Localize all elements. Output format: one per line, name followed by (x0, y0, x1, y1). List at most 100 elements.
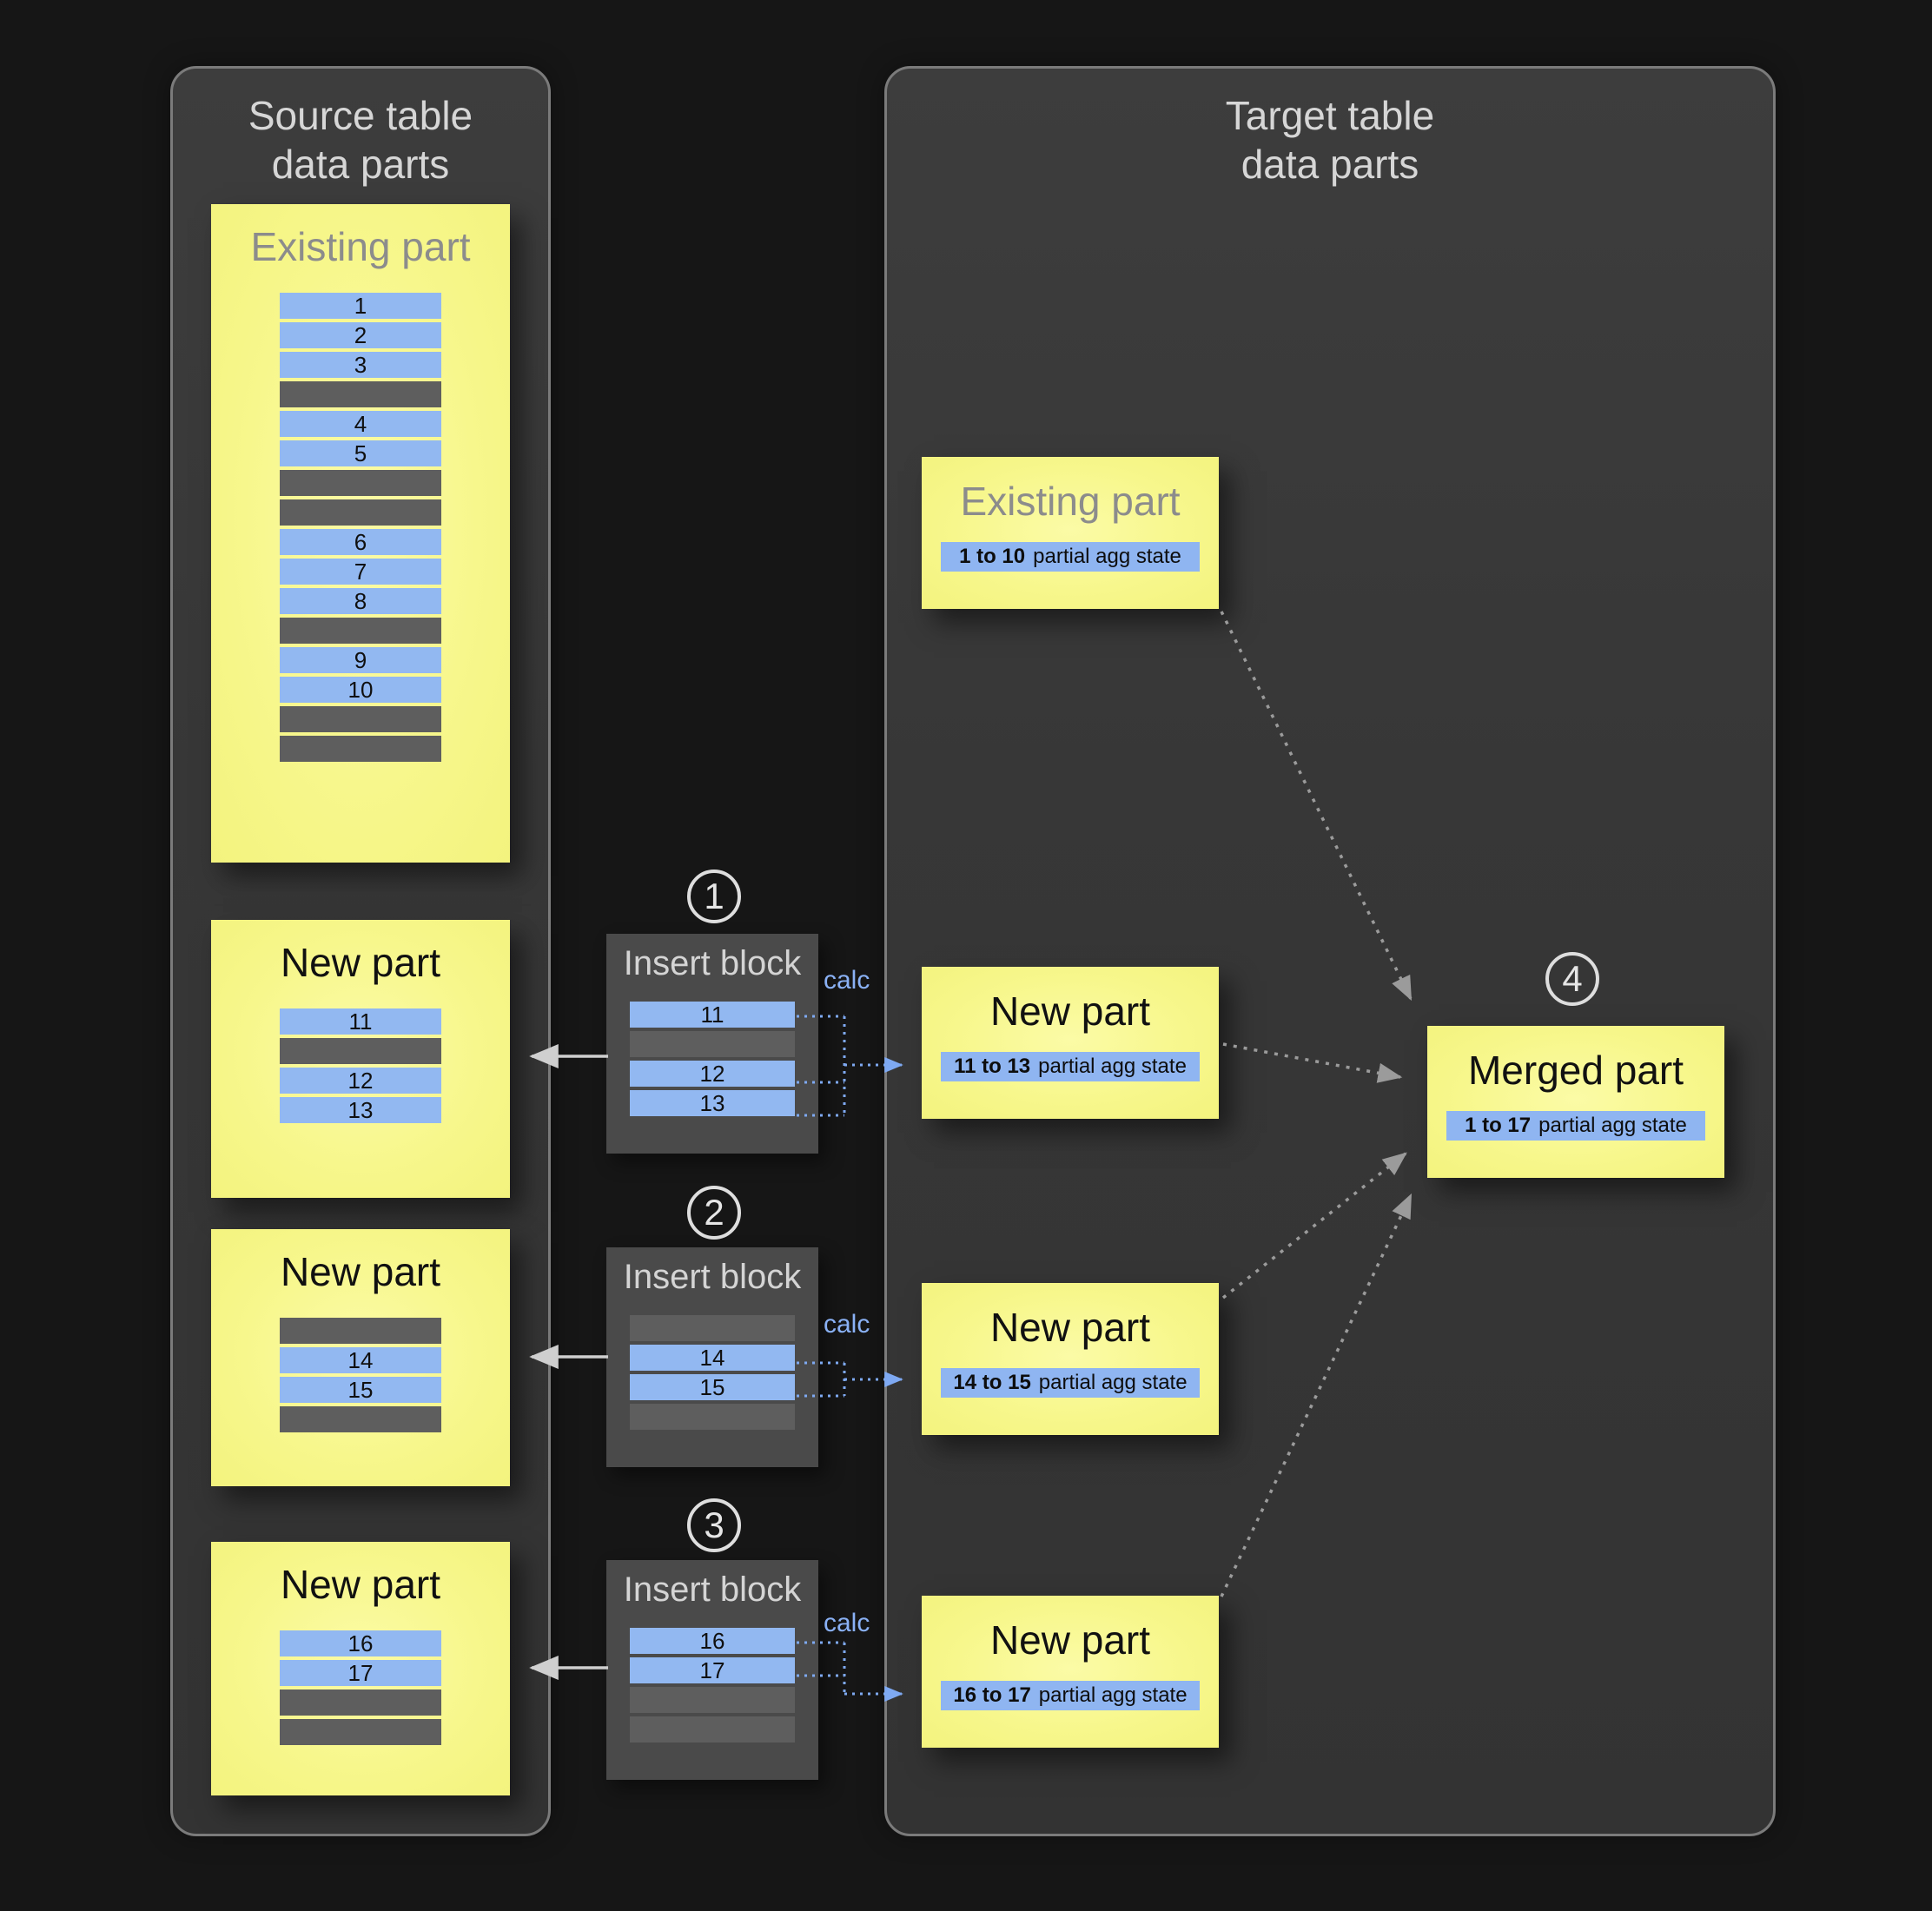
filler-row (280, 381, 441, 407)
part-title: Merged part (1467, 1048, 1684, 1093)
data-row: 12 (280, 1068, 441, 1094)
data-row: 1 (280, 293, 441, 319)
target-merged-part: Merged part 1 to 17 partial agg state (1427, 1026, 1724, 1178)
agg-state-bar: 16 to 17 partial agg state (941, 1681, 1200, 1710)
calc-label-3: calc (824, 1609, 870, 1637)
source-panel-title: Source table data parts (173, 91, 548, 188)
data-row: 17 (630, 1657, 795, 1683)
data-row: 7 (280, 559, 441, 585)
filler-row (630, 1687, 795, 1713)
filler-row (280, 736, 441, 762)
calc-label-1: calc (824, 966, 870, 995)
data-row: 2 (280, 322, 441, 348)
filler-row (280, 499, 441, 526)
source-new-part-1: New part 11 12 13 (211, 920, 510, 1198)
data-row: 9 (280, 647, 441, 673)
filler-row (630, 1404, 795, 1430)
data-row: 16 (280, 1630, 441, 1656)
filler-row (630, 1031, 795, 1057)
target-panel-title-line1: Target table (1225, 93, 1435, 138)
data-row: 11 (280, 1008, 441, 1035)
part-title: New part (989, 1617, 1151, 1663)
insert-block-title: Insert block (623, 944, 802, 982)
agg-state-bar: 1 to 10 partial agg state (941, 542, 1200, 572)
part-title: New part (280, 1562, 441, 1607)
data-row: 11 (630, 1002, 795, 1028)
filler-row (280, 1038, 441, 1064)
filler-row (280, 470, 441, 496)
part-title: Existing part (960, 479, 1181, 524)
part-rows: 1 2 3 4 5 6 7 8 9 10 (211, 289, 510, 765)
source-existing-part: Existing part 1 2 3 4 5 6 7 8 9 10 (211, 204, 510, 863)
agg-range: 1 to 17 (1465, 1114, 1532, 1137)
data-row: 17 (280, 1660, 441, 1686)
agg-range: 14 to 15 (953, 1371, 1031, 1394)
part-title: New part (280, 1249, 441, 1294)
target-table-panel: Target table data parts Existing part 1 … (884, 66, 1776, 1836)
agg-range: 16 to 17 (953, 1683, 1031, 1707)
step-1-badge: 1 (687, 870, 741, 923)
filler-row (280, 618, 441, 644)
agg-label: partial agg state (1538, 1114, 1687, 1137)
agg-label: partial agg state (1033, 545, 1181, 568)
filler-row (630, 1716, 795, 1742)
step-2-badge: 2 (687, 1186, 741, 1240)
part-title: New part (989, 1305, 1151, 1350)
target-new-part-2: New part 14 to 15 partial agg state (922, 1283, 1219, 1435)
data-row: 5 (280, 440, 441, 466)
insert-block-rows: 11 12 13 (606, 998, 818, 1120)
agg-range: 11 to 13 (954, 1055, 1031, 1078)
target-panel-title: Target table data parts (887, 91, 1773, 188)
step-4-badge: 4 (1545, 952, 1599, 1006)
target-existing-part: Existing part 1 to 10 partial agg state (922, 457, 1219, 609)
source-panel-title-line2: data parts (271, 142, 450, 187)
filler-row (280, 706, 441, 732)
filler-row (280, 1406, 441, 1432)
agg-label: partial agg state (1038, 1055, 1187, 1078)
data-row: 12 (630, 1061, 795, 1087)
target-new-part-3: New part 16 to 17 partial agg state (922, 1596, 1219, 1748)
insert-block-title: Insert block (623, 1258, 802, 1296)
data-row: 3 (280, 352, 441, 378)
target-panel-title-line2: data parts (1241, 142, 1419, 187)
data-row: 13 (630, 1090, 795, 1116)
agg-state-bar: 14 to 15 partial agg state (941, 1368, 1200, 1398)
data-row: 15 (280, 1377, 441, 1403)
step-3-badge: 3 (687, 1498, 741, 1552)
filler-row (630, 1315, 795, 1341)
data-row: 10 (280, 677, 441, 703)
agg-range: 1 to 10 (959, 545, 1026, 568)
filler-row (280, 1318, 441, 1344)
agg-state-bar: 1 to 17 partial agg state (1446, 1111, 1705, 1141)
filler-row (280, 1689, 441, 1716)
insert-block-title: Insert block (623, 1570, 802, 1609)
agg-label: partial agg state (1038, 1683, 1188, 1707)
insert-block-1: Insert block 11 12 13 (606, 934, 818, 1154)
data-row: 16 (630, 1628, 795, 1654)
calc-label-2: calc (824, 1310, 870, 1339)
data-row: 6 (280, 529, 441, 555)
target-new-part-1: New part 11 to 13 partial agg state (922, 967, 1219, 1119)
part-rows: 11 12 13 (211, 1005, 510, 1127)
data-row: 15 (630, 1374, 795, 1400)
data-row: 4 (280, 411, 441, 437)
part-title: Existing part (250, 224, 471, 269)
filler-row (280, 1719, 441, 1745)
part-title: New part (989, 989, 1151, 1034)
agg-state-bar: 11 to 13 partial agg state (941, 1052, 1200, 1081)
part-title: New part (280, 940, 441, 985)
agg-label: partial agg state (1038, 1371, 1188, 1394)
data-row: 13 (280, 1097, 441, 1123)
data-row: 14 (280, 1347, 441, 1373)
data-row: 8 (280, 588, 441, 614)
